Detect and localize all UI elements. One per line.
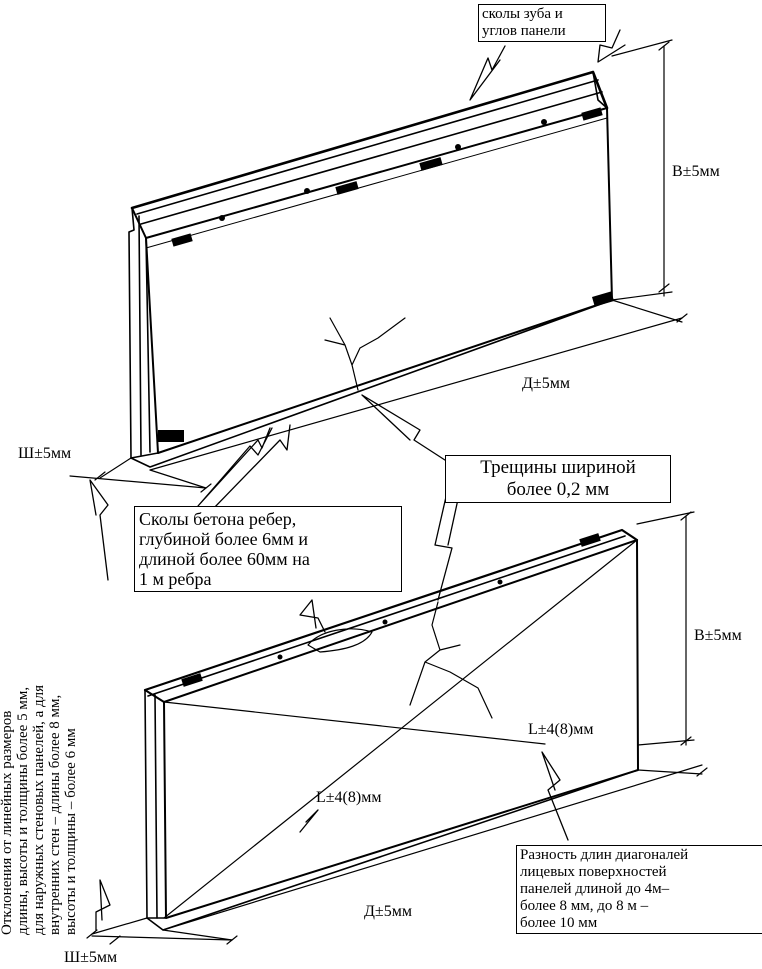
note-line: глубиной более 6мм и xyxy=(139,529,309,549)
note-line: внутренних стен – длины более 8 мм, xyxy=(47,694,63,935)
height-label-top: В±5мм xyxy=(672,163,720,180)
diagonal-label-right: L±4(8)мм xyxy=(528,721,594,738)
note-line: длиной более 60мм на xyxy=(139,549,310,569)
width-label-bottom: Ш±5мм xyxy=(64,949,118,966)
note-line: более 0,2 мм xyxy=(506,479,610,500)
note-line: лицевых поверхностей xyxy=(520,864,667,880)
diagonal-label-left: L±4(8)мм xyxy=(316,789,382,806)
note-diagonals: Разность длин диагоналей лицевых поверхн… xyxy=(516,845,762,934)
note-line: Сколы бетона ребер, xyxy=(139,509,297,529)
note-line: углов панели xyxy=(482,23,566,39)
height-label-bottom: В±5мм xyxy=(694,627,742,644)
note-line: сколы зуба и xyxy=(482,6,563,22)
note-line: высоты и толщины – более 6 мм xyxy=(63,728,79,935)
width-label-top: Ш±5мм xyxy=(18,445,72,462)
note-line: для наружных стеновых панелей, а для xyxy=(31,684,47,935)
note-edge-chips: Сколы бетона ребер, глубиной более 6мм и… xyxy=(134,506,402,592)
leader-arrows xyxy=(89,29,626,931)
note-line: длины, высоты и толщины более 5 мм, xyxy=(15,686,31,935)
crack-top xyxy=(324,317,406,391)
note-line: панелей длиной до 4м– xyxy=(520,881,670,897)
note-deviation: Отклонения от линейных размеров длины, в… xyxy=(0,565,139,935)
length-label-bottom: Д±5мм xyxy=(364,903,412,920)
length-label-top: Д±5мм xyxy=(522,375,570,392)
note-chips-top: сколы зуба и углов панели xyxy=(478,4,606,42)
top-panel xyxy=(128,70,614,468)
top-dimensions xyxy=(69,39,688,493)
note-line: 1 м ребра xyxy=(139,569,212,589)
note-line: Разность длин диагоналей xyxy=(520,847,689,863)
crack-bottom xyxy=(409,601,493,719)
bottom-dimensions xyxy=(86,511,708,945)
note-line: Отклонения от линейных размеров xyxy=(0,710,15,935)
note-cracks: Трещины шириной более 0,2 мм xyxy=(445,455,671,503)
note-line: более 10 мм xyxy=(520,915,598,931)
note-line: более 8 мм, до 8 м – xyxy=(520,898,649,914)
note-line: Трещины шириной xyxy=(480,457,636,478)
